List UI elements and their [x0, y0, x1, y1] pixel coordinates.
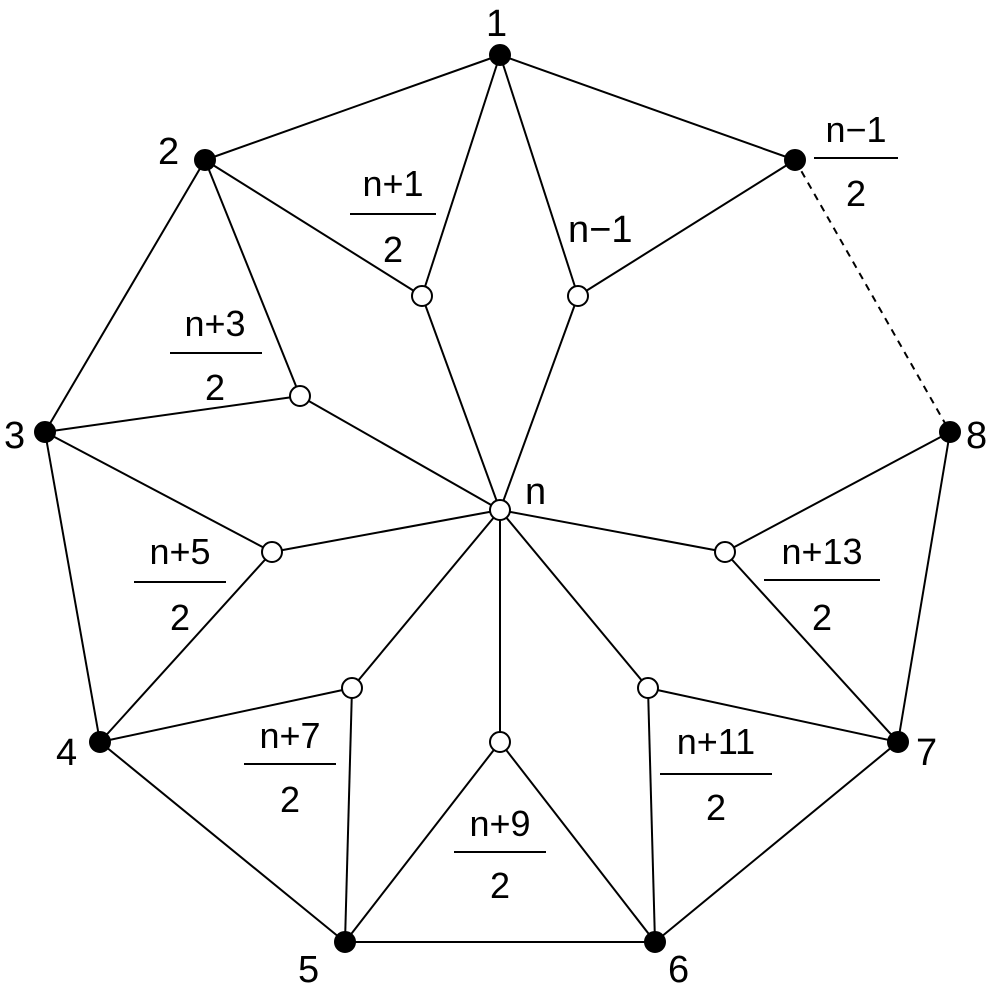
fraction-numerator: n+9 — [469, 803, 530, 844]
node-2 — [194, 149, 216, 171]
edge-inner-c-2 — [204, 159, 301, 397]
edge-center-inner-b — [421, 295, 501, 511]
edge-7-8 — [897, 431, 951, 743]
edge-1-2 — [204, 54, 501, 161]
edge-inner-e-5 — [344, 687, 353, 943]
node-4 — [89, 731, 111, 753]
outer-edges — [44, 54, 951, 943]
fraction-numerator: n+3 — [184, 303, 245, 344]
fraction-numerator: n+13 — [781, 531, 862, 572]
node-n-plus-11-over-2 — [637, 677, 659, 699]
fraction-numerator: n+1 — [362, 163, 423, 204]
fraction-n-plus-7-over-2: n+7 2 — [244, 715, 336, 820]
edge-center-inner-g — [499, 509, 649, 689]
label-8: 8 — [966, 415, 987, 457]
edge-inner-b-2 — [204, 159, 423, 297]
edge-center-inner-d — [271, 509, 501, 553]
label-7: 7 — [916, 732, 937, 774]
edge-inner-h-8 — [724, 431, 951, 553]
outer-labels: 1 2 3 4 5 6 7 8 — [4, 3, 987, 989]
edge-inner-h-7 — [724, 551, 899, 743]
edge-3-4 — [44, 431, 101, 743]
edge-inner-a-9 — [577, 159, 796, 297]
node-n-plus-3-over-2 — [289, 385, 311, 407]
edge-inner-a-1 — [499, 54, 579, 297]
edge-inner-g-7 — [647, 687, 899, 743]
edge-9-8-dashed — [794, 159, 951, 433]
fraction-numerator: n+7 — [259, 715, 320, 756]
edge-inner-e-4 — [99, 687, 353, 743]
label-center-n: n — [525, 471, 546, 513]
inner-outer-edges — [44, 54, 951, 943]
node-n-plus-9-over-2 — [489, 731, 511, 753]
edge-center-inner-h — [499, 509, 726, 553]
fraction-denominator: 2 — [490, 865, 510, 906]
fraction-denominator: 2 — [280, 779, 300, 820]
fraction-n-plus-1-over-2: n+1 2 — [350, 163, 436, 270]
edge-inner-f-6 — [499, 741, 656, 943]
label-n-minus-1: n−1 — [568, 209, 632, 251]
fraction-n-plus-5-over-2: n+5 2 — [134, 531, 226, 638]
node-n-plus-13-over-2 — [714, 541, 736, 563]
edge-inner-g-6 — [647, 687, 656, 943]
edge-2-3 — [44, 159, 206, 433]
label-1: 1 — [486, 3, 507, 45]
edge-inner-b-1 — [421, 54, 501, 297]
edge-inner-d-4 — [99, 551, 273, 743]
spoke-edges — [271, 295, 726, 742]
edge-6-7 — [654, 741, 899, 943]
edge-center-inner-c — [299, 395, 501, 511]
node-1 — [489, 44, 511, 66]
fraction-n-plus-11-over-2: n+11 2 — [660, 721, 772, 828]
node-6 — [644, 931, 666, 953]
fraction-denominator: 2 — [170, 597, 190, 638]
fraction-numerator: n+5 — [149, 531, 210, 572]
fraction-denominator: 2 — [205, 367, 225, 408]
label-6: 6 — [668, 949, 689, 989]
label-5: 5 — [298, 949, 319, 989]
label-2: 2 — [158, 131, 179, 173]
edge-inner-c-3 — [44, 395, 301, 433]
fraction-numerator: n−1 — [825, 109, 886, 150]
fraction-numerator: n+11 — [677, 721, 755, 762]
label-3: 3 — [4, 415, 25, 457]
node-8 — [939, 421, 961, 443]
node-5 — [334, 931, 356, 953]
edge-4-5 — [99, 741, 346, 943]
inner-nodes — [261, 285, 736, 753]
edge-1-9 — [499, 54, 796, 161]
node-n-plus-1-over-2 — [411, 285, 433, 307]
node-7 — [887, 731, 909, 753]
fraction-denominator: 2 — [812, 597, 832, 638]
edge-center-inner-a — [499, 295, 579, 511]
node-n-plus-7-over-2 — [341, 677, 363, 699]
fraction-n-plus-9-over-2: n+9 2 — [454, 803, 546, 906]
label-4: 4 — [56, 732, 77, 774]
fraction-denominator: 2 — [706, 787, 726, 828]
edge-inner-f-5 — [344, 741, 501, 943]
fraction-denominator: 2 — [846, 173, 866, 214]
node-3 — [34, 421, 56, 443]
node-center-n — [489, 499, 511, 521]
node-n-plus-5-over-2 — [261, 541, 283, 563]
fraction-n-minus-1-over-2: n−1 2 — [814, 109, 898, 214]
node-n-minus-1 — [567, 285, 589, 307]
fraction-n-plus-3-over-2: n+3 2 — [170, 303, 262, 408]
edge-center-inner-e — [351, 509, 501, 689]
fraction-denominator: 2 — [383, 229, 403, 270]
outer-nodes — [34, 44, 961, 953]
fraction-n-plus-13-over-2: n+13 2 — [764, 531, 880, 638]
node-n-minus-1-over-2 — [784, 149, 806, 171]
edge-inner-d-3 — [44, 431, 273, 553]
